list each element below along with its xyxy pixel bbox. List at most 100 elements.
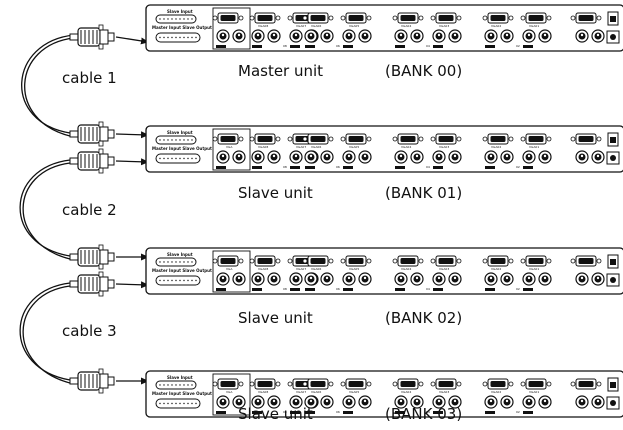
console-ps2-keyboard-port	[216, 29, 230, 43]
end-ps2-port-2	[591, 272, 605, 286]
cable-label-1: cable 1	[62, 69, 117, 87]
ps2-keyboard-port	[289, 150, 303, 164]
vga-port-6	[430, 255, 462, 267]
vga-port-3	[302, 378, 334, 390]
console-ps2-keyboard-port	[216, 150, 230, 164]
vga-port-5	[392, 255, 424, 267]
channel-number: 08	[283, 287, 287, 291]
ps2-keyboard-port	[251, 29, 265, 43]
bank-label-01: (BANK 01)	[385, 184, 462, 202]
vga-port-label: VGA02	[491, 390, 501, 394]
vga-port-label: VGA08	[258, 390, 268, 394]
vga-port-label: VGA01	[529, 24, 539, 28]
vga-port-label: VGA01	[529, 390, 539, 394]
console-vga-label: VGA	[226, 145, 233, 149]
ps2-keyboard-port	[522, 272, 536, 286]
vga-port-3	[302, 12, 334, 24]
vga-port-7	[482, 12, 514, 24]
vga-port-7	[482, 378, 514, 390]
connection-arrow	[115, 281, 149, 289]
bank-label-02: (BANK 02)	[385, 309, 462, 327]
ps2-mouse-port	[267, 272, 281, 286]
unit-label-slave-3: Slave unit	[238, 405, 313, 423]
vga-port-3	[302, 255, 334, 267]
ps2-keyboard-port	[289, 395, 303, 409]
console-vga-port	[212, 378, 244, 390]
channel-number: 04	[426, 410, 430, 414]
cable-label-2: cable 2	[62, 201, 117, 219]
vga-port-1	[249, 12, 281, 24]
vga-port-label: VGA03	[439, 145, 449, 149]
vga-port-label: VGA05	[349, 145, 359, 149]
ps2-mouse-port	[500, 395, 514, 409]
vga-port-4	[340, 378, 372, 390]
ps2-keyboard-port	[342, 395, 356, 409]
console-vga-port	[212, 133, 244, 145]
slave-input-label: Slave Input	[167, 9, 193, 14]
vga-port-8	[520, 255, 552, 267]
end-vga-port	[570, 133, 602, 145]
vga-port-3	[302, 133, 334, 145]
mode-label: Master Input Slave Output	[152, 25, 212, 30]
end-vga-port	[570, 12, 602, 24]
console-vga-port	[212, 12, 244, 24]
vga-port-label: VGA03	[439, 24, 449, 28]
vga-port-label: VGA02	[491, 267, 501, 271]
vga-port-label: VGA04	[401, 145, 411, 149]
console-ps2-mouse-port	[232, 272, 246, 286]
ps2-keyboard-port	[289, 272, 303, 286]
console-ps2-mouse-port	[232, 395, 246, 409]
vga-port-label: VGA07	[296, 24, 306, 28]
ps2-keyboard-port	[394, 150, 408, 164]
ps2-mouse-port	[410, 150, 424, 164]
vga-cable-connector	[69, 244, 115, 270]
ps2-keyboard-port	[251, 395, 265, 409]
mode-label: Master Input Slave Output	[152, 146, 212, 151]
ps2-mouse-port	[358, 150, 372, 164]
ps2-keyboard-port	[484, 272, 498, 286]
ps2-mouse-port	[538, 150, 552, 164]
vga-port-label: VGA02	[491, 145, 501, 149]
master-input-port	[155, 32, 201, 43]
ps2-mouse-port	[320, 395, 334, 409]
ps2-keyboard-port	[304, 29, 318, 43]
vga-port-4	[340, 133, 372, 145]
connection-arrow	[115, 131, 149, 139]
ps2-keyboard-port	[484, 395, 498, 409]
channel-number: 06	[336, 410, 340, 414]
vga-cable-connector	[69, 368, 115, 394]
unit-label-slave-2: Slave unit	[238, 309, 313, 327]
console-vga-label: VGA	[226, 267, 233, 271]
ps2-mouse-port	[500, 29, 514, 43]
channel-number: 02	[516, 410, 520, 414]
vga-port-6	[430, 12, 462, 24]
console-ps2-keyboard-port	[216, 395, 230, 409]
channel-number: 02	[516, 287, 520, 291]
vga-port-label: VGA04	[401, 24, 411, 28]
ps2-keyboard-port	[484, 150, 498, 164]
ps2-mouse-port	[410, 395, 424, 409]
ps2-keyboard-port	[522, 29, 536, 43]
channel-number: 04	[426, 44, 430, 48]
vga-port-8	[520, 133, 552, 145]
vga-port-label: VGA08	[258, 267, 268, 271]
vga-port-label: VGA06	[311, 390, 321, 394]
ps2-keyboard-port	[522, 395, 536, 409]
ps2-mouse-port	[358, 395, 372, 409]
cable-label-3: cable 3	[62, 322, 117, 340]
unit-chassis	[145, 125, 623, 173]
console-ps2-mouse-port	[232, 150, 246, 164]
vga-port-label: VGA03	[439, 267, 449, 271]
ps2-keyboard-port	[432, 150, 446, 164]
